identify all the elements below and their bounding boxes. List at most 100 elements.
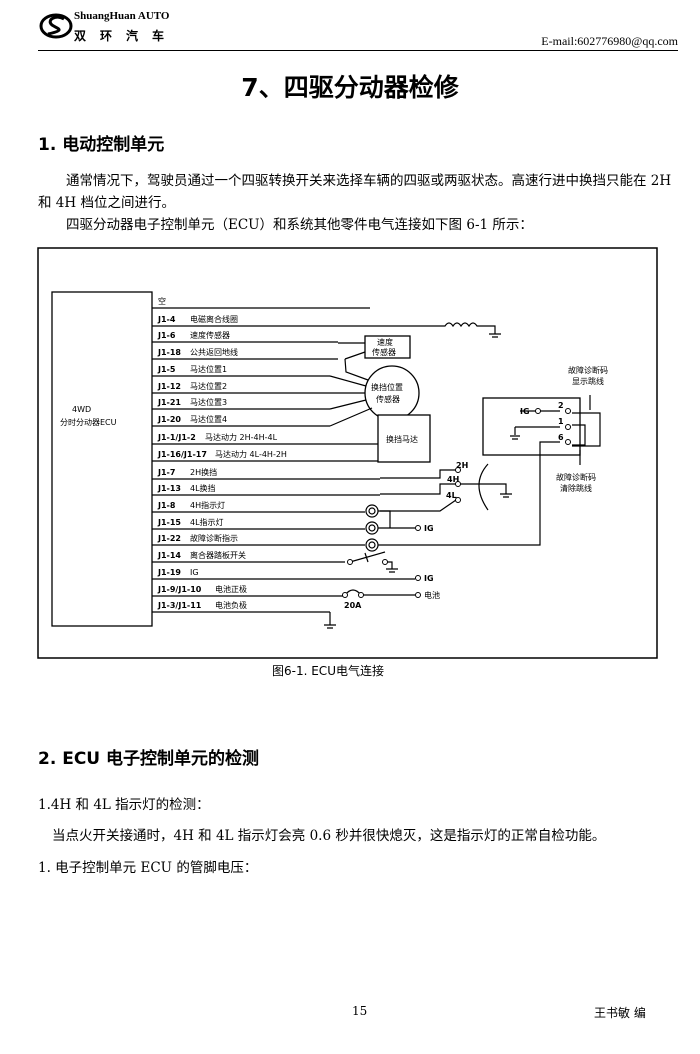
signal-label: 速度传感器 xyxy=(190,330,230,340)
diagram-row: J1-8 4H指示灯 xyxy=(152,500,365,513)
dlc-pin-2: 2 xyxy=(558,401,564,410)
diagram-row: J1-5 马达位置1 xyxy=(152,364,330,377)
ecu-label-2: 分时分动器ECU xyxy=(60,417,117,427)
ecu-box xyxy=(51,291,153,627)
diagram-row: J1-12 马达位置2 xyxy=(152,381,330,394)
diagram-row: J1-4 电磁离合线圈 xyxy=(152,314,430,327)
diagram-row: J1-6 速度传感器 xyxy=(152,330,338,343)
footer-author: 王书敏 编 xyxy=(594,1006,646,1020)
diagram-row: J1-7 2H换挡 xyxy=(152,467,380,480)
signal-label: 4L换挡 xyxy=(190,483,216,493)
diagram-row: J1-1/J1-2 马达动力 2H-4H-4L xyxy=(152,432,378,445)
page-number: 15 xyxy=(352,1004,368,1018)
diagram-row: J1-14 离合器踏板开关 xyxy=(152,550,345,563)
signal-label: 电磁离合线圈 xyxy=(190,314,238,324)
show-jumper-label-1: 故障诊断码 xyxy=(568,365,608,375)
clutch-coil-icon xyxy=(430,322,496,334)
signal-label: 公共返回地线 xyxy=(190,347,238,357)
clear-jumper-label-2: 清除跳线 xyxy=(560,483,592,493)
diagram-row: J1-20 马达位置4 xyxy=(152,414,330,427)
signal-label: 离合器踏板开关 xyxy=(190,550,246,560)
signal-label: 4H指示灯 xyxy=(190,500,225,510)
shift-motor-label: 换挡马达 xyxy=(386,434,418,444)
signal-label: 马达位置4 xyxy=(190,414,227,424)
pin-label: J1-3/J1-11 xyxy=(157,601,202,610)
section-1-para-2: 四驱分动器电子控制单元（ECU）和系统其他零件电气连接如下图 6-1 所示： xyxy=(66,217,533,233)
fuse-label: 20A xyxy=(344,601,362,610)
signal-label: 电池负极 xyxy=(215,600,247,610)
position-sensor-circle xyxy=(364,365,420,421)
diagram-row: J1-22 故障诊断指示 xyxy=(152,533,365,546)
switch-4h-label: 4H xyxy=(447,475,459,484)
pin-label: J1-8 xyxy=(157,501,176,510)
shift-motor-box xyxy=(377,414,431,463)
signal-label: 4L指示灯 xyxy=(190,517,224,527)
switch-2h-label: 2H xyxy=(456,461,468,470)
page-title: 7、四驱分动器检修 xyxy=(241,73,459,102)
dlc-ig-label: IG xyxy=(520,407,530,416)
diagram-row: J1-21 马达位置3 xyxy=(152,397,330,410)
signal-label: IG xyxy=(190,568,199,577)
section-2-heading: 2. ECU 电子控制单元的检测 xyxy=(38,749,260,769)
speed-sensor-box xyxy=(364,335,411,359)
switch-4l-label: 4L xyxy=(446,491,457,500)
pin-label: J1-22 xyxy=(157,534,181,543)
section-2-subheading-1: 1.4H 和 4L 指示灯的检测： xyxy=(38,797,210,813)
battery-label: 电池 xyxy=(424,590,440,600)
pin-label: J1-15 xyxy=(157,518,181,527)
pin-label: J1-7 xyxy=(157,468,175,477)
logo-icon xyxy=(39,13,73,39)
pin-label: J1-9/J1-10 xyxy=(157,585,202,594)
section-2-para-1: 当点火开关接通时，4H 和 4L 指示灯会亮 0.6 秒并很快熄灭，这是指示灯的… xyxy=(52,828,606,844)
ground-icon xyxy=(489,333,501,338)
ecu-label-1: 4WD xyxy=(72,405,91,414)
diagram-row: 空 xyxy=(152,296,370,309)
lamp-diag-icon xyxy=(365,538,379,552)
signal-label: 马达位置3 xyxy=(190,397,227,407)
signal-label: 马达位置1 xyxy=(190,364,227,374)
signal-label: 马达动力 2H-4H-4L xyxy=(205,432,278,442)
section-1-para-1: 通常情况下，驾驶员通过一个四驱转换开关来选择车辆的四驱或两驱状态。高速行进中换挡… xyxy=(38,173,672,211)
diagram-row: J1-19 IG xyxy=(152,568,415,580)
section-1-heading: 1. 电动控制单元 xyxy=(38,135,165,155)
transfer-switch-arc xyxy=(478,463,489,511)
signal-label: 电池正极 xyxy=(215,584,247,594)
signal-label: 马达动力 4L-4H-2H xyxy=(215,449,287,459)
signal-label: 2H换挡 xyxy=(190,467,217,477)
pin-label: J1-5 xyxy=(157,365,176,374)
header-email: E-mail:602776980@qq.com xyxy=(541,34,678,48)
diagram-row: J1-15 4L指示灯 xyxy=(152,517,365,530)
lamp-4h-icon xyxy=(365,504,379,518)
pin-label: J1-16/J1-17 xyxy=(157,450,207,459)
diagram-caption: 图6-1. ECU电气连接 xyxy=(272,663,384,678)
pin-label: J1-21 xyxy=(157,398,181,407)
clear-jumper-label-1: 故障诊断码 xyxy=(556,472,596,482)
diagnostic-connector-box xyxy=(482,397,581,456)
logo-text-en: ShuangHuan AUTO xyxy=(74,10,170,22)
header-divider xyxy=(38,50,678,51)
lamp-4l-icon xyxy=(365,521,379,535)
pin-label: J1-19 xyxy=(157,568,181,577)
ig-label-19: IG xyxy=(424,574,434,583)
diagram-row: J1-3/J1-11 电池负极 xyxy=(152,600,330,613)
show-jumper-label-2: 显示跳线 xyxy=(572,376,604,386)
signal-label: 故障诊断指示 xyxy=(190,533,238,543)
pin-label: J1-6 xyxy=(157,331,176,340)
speed-sensor-label-1: 速度 xyxy=(377,337,393,347)
pin-label: J1-20 xyxy=(157,415,181,424)
signal-label: 空 xyxy=(158,296,166,306)
dlc-pin-6: 6 xyxy=(558,433,564,442)
pin-label: J1-14 xyxy=(157,551,181,560)
diagram-row: J1-16/J1-17 马达动力 4L-4H-2H xyxy=(152,449,378,462)
pin-label: J1-1/J1-2 xyxy=(157,433,196,442)
section-2-subheading-2: 1. 电子控制单元 ECU 的管脚电压： xyxy=(38,860,258,876)
pin-label: J1-4 xyxy=(157,315,176,324)
logo-text-cn: 双环汽车 xyxy=(74,29,179,43)
signal-label: 马达位置2 xyxy=(190,381,227,391)
ig-label-lamps: IG xyxy=(424,524,434,533)
diagram-row: J1-9/J1-10 电池正极 xyxy=(152,584,345,597)
pin-label: J1-12 xyxy=(157,382,181,391)
